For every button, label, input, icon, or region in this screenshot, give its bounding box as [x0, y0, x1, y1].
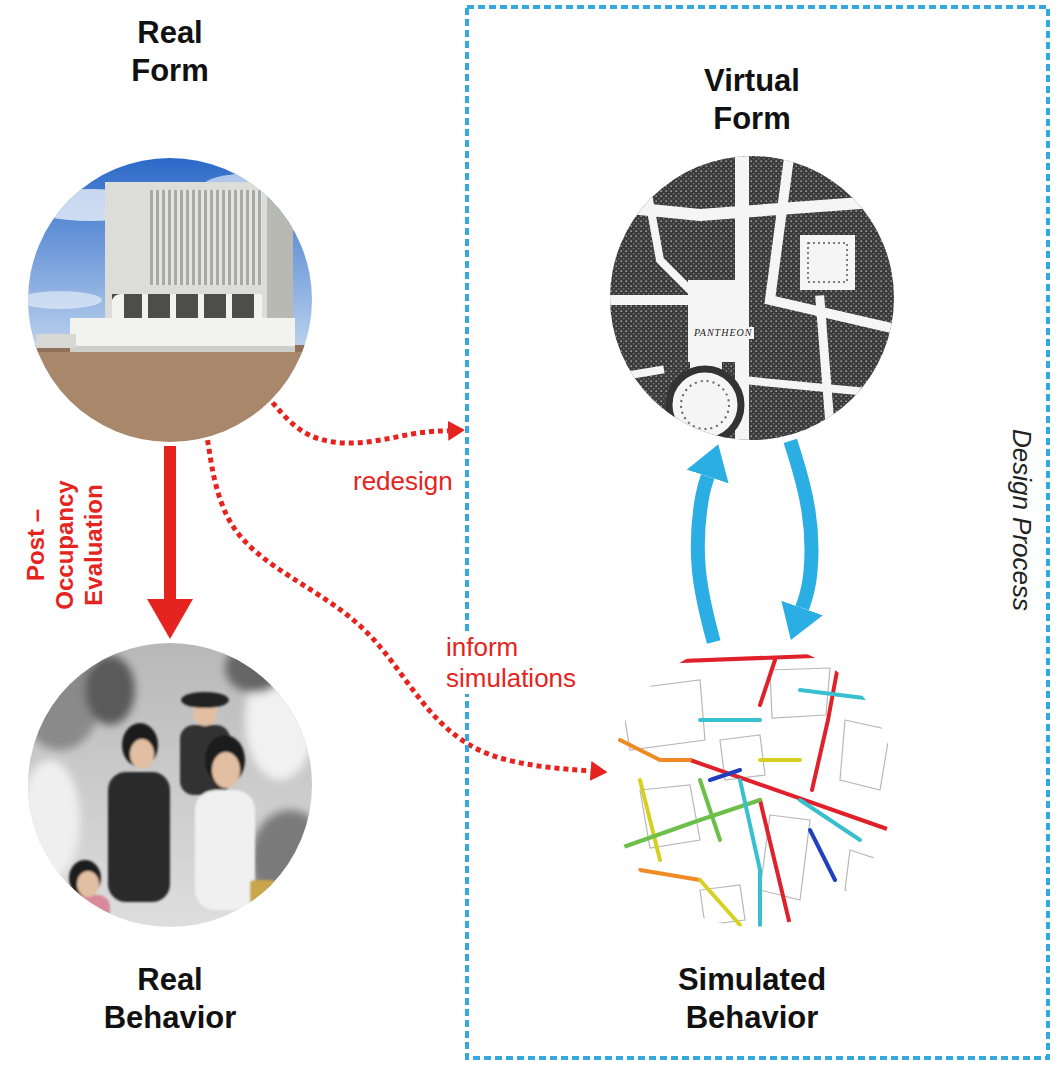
- image-circle: [610, 643, 894, 927]
- simulation-map: [610, 643, 894, 927]
- node-title: Virtual Form: [704, 62, 800, 138]
- ribbed-facade: [150, 190, 262, 285]
- street: [820, 300, 832, 450]
- street: [640, 150, 700, 300]
- courtyard: [800, 235, 855, 290]
- blurred-figure: [85, 655, 135, 725]
- frame-border: [467, 7, 1048, 1058]
- building-outlines: [620, 668, 890, 925]
- courtyard-columns: [808, 243, 847, 282]
- frame-title: Design Process: [1007, 429, 1037, 611]
- person-hat: [181, 692, 229, 708]
- people: [64, 692, 275, 955]
- outline: [620, 680, 705, 750]
- flow-lowest: [710, 680, 880, 880]
- piazza: [688, 280, 748, 362]
- edge-label: inform simulations: [443, 632, 589, 694]
- flow-mid: [640, 760, 800, 925]
- image-circle: [28, 643, 312, 927]
- person-face: [130, 739, 154, 769]
- sim-ground: [610, 643, 894, 927]
- node-title: Real Form: [131, 14, 209, 90]
- edge-label: Post – Occupancy Evaluation: [22, 467, 108, 623]
- image-circle: [28, 158, 312, 442]
- image-node: Simulated Behavior: [610, 643, 894, 1037]
- street: [770, 150, 900, 330]
- base-shadow: [70, 346, 295, 352]
- flow-mid-low: [615, 780, 760, 850]
- building-base: [70, 318, 295, 352]
- node-title: Real Behavior: [104, 961, 237, 1037]
- person-hair: [69, 860, 101, 896]
- crowd-photo: [20, 643, 330, 955]
- image-circle: [610, 156, 894, 440]
- sky: [28, 158, 312, 358]
- rotunda-columns: [681, 381, 729, 429]
- arcade-columns: [112, 294, 262, 318]
- flow-high: [655, 655, 890, 925]
- dotted-arrow: [273, 403, 448, 444]
- street: [742, 380, 900, 395]
- flow-low: [700, 690, 880, 925]
- arcade: [112, 294, 262, 318]
- map-label: PANTHEON: [692, 327, 754, 339]
- ground: [28, 345, 312, 445]
- image-node: Real Behavior: [28, 643, 312, 1037]
- building-photo: [18, 158, 312, 445]
- nolli-map: [600, 150, 900, 450]
- blurred-figure: [250, 810, 330, 910]
- bag: [250, 880, 275, 920]
- node-title: Simulated Behavior: [678, 961, 826, 1037]
- blurred-figure: [225, 643, 285, 693]
- cloud: [18, 291, 102, 309]
- small-structure: [36, 334, 76, 348]
- dotted-frame: [465, 5, 1050, 1060]
- flow-arrow: [698, 476, 714, 642]
- street: [600, 370, 660, 380]
- edge-label: redesign: [350, 466, 456, 497]
- street: [600, 200, 900, 215]
- process-frame: Design Process Virtual FormSimulated Beha…: [465, 5, 1050, 1060]
- person-face: [212, 752, 240, 788]
- map-streets: [600, 150, 900, 450]
- outline: [840, 720, 890, 790]
- person-face: [77, 871, 99, 897]
- street: [600, 295, 690, 305]
- crowd-blur: [20, 643, 330, 910]
- person-body: [195, 790, 255, 910]
- image-node: Virtual Form: [610, 62, 894, 440]
- person-body: [108, 772, 170, 902]
- flow-arrow: [790, 441, 811, 608]
- flow-arrow: [164, 446, 176, 599]
- blurred-figure: [20, 760, 80, 880]
- flow-lines: [615, 655, 890, 925]
- image-node: Real Form: [28, 14, 312, 442]
- rotunda: [669, 369, 741, 441]
- person-body: [64, 895, 110, 955]
- dotted-arrow: [208, 440, 591, 771]
- outline: [845, 850, 880, 900]
